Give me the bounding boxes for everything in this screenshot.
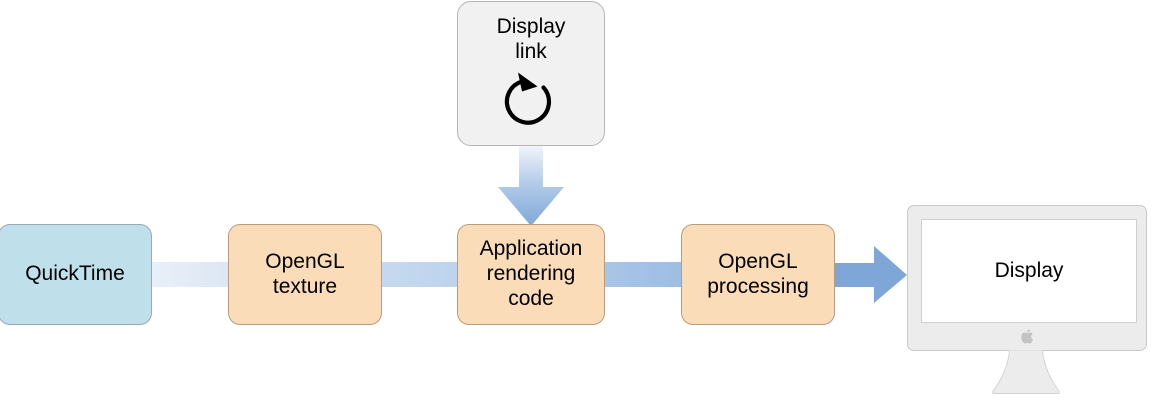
monitor-display: Display	[903, 201, 1149, 401]
node-opengl-processing[interactable]: OpenGL processing	[681, 224, 835, 325]
node-application-rendering-code-label: Application rendering code	[479, 237, 583, 310]
monitor-bezel: Display	[907, 205, 1147, 351]
monitor-stand	[992, 350, 1060, 394]
connector-opengl-texture-to-app-render	[380, 262, 459, 287]
connector-arrow-down-display-link-to-app-render	[498, 145, 564, 226]
node-quicktime-label: QuickTime	[25, 262, 125, 286]
node-display-link[interactable]: Display link	[457, 1, 605, 146]
monitor-screen: Display	[921, 219, 1137, 323]
apple-logo-icon	[1021, 329, 1033, 344]
node-application-rendering-code[interactable]: Application rendering code	[457, 224, 605, 325]
connector-quicktime-to-opengl-texture	[150, 262, 230, 287]
node-opengl-texture-label: OpenGL texture	[265, 249, 345, 298]
connector-arrow-opengl-processing-to-display	[833, 246, 907, 303]
node-display-link-label: Display link	[496, 15, 566, 63]
node-quicktime[interactable]: QuickTime	[0, 224, 152, 325]
connector-app-render-to-opengl-processing	[603, 262, 683, 287]
refresh-circular-arrow-icon	[504, 72, 552, 125]
node-opengl-texture[interactable]: OpenGL texture	[228, 224, 382, 325]
node-opengl-processing-label: OpenGL processing	[707, 249, 809, 298]
node-display-label: Display	[994, 259, 1064, 282]
